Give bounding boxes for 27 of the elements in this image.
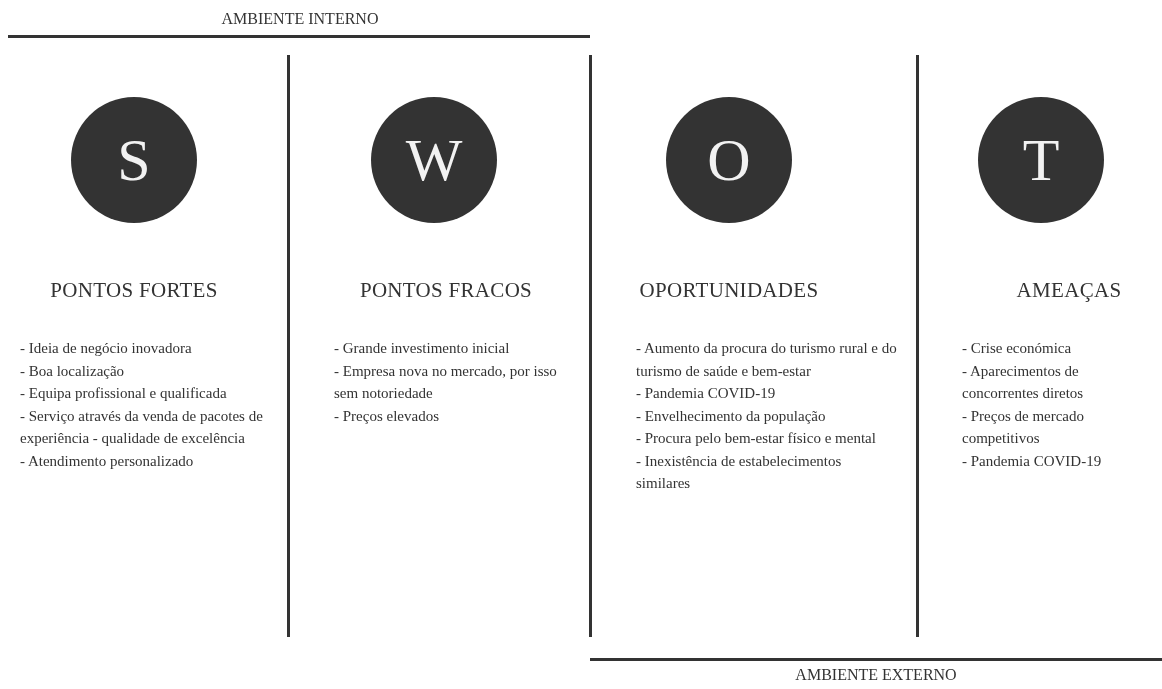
letter-circle: S	[71, 97, 197, 223]
list-item: - Pandemia COVID-19	[962, 451, 1103, 471]
list-item: - Serviço através da venda de pacotes de experiência - qualidade de excelência	[20, 406, 264, 448]
column-heading: OPORTUNIDADES	[639, 278, 819, 303]
column-heading: PONTOS FORTES	[50, 278, 218, 303]
list-item: - Preços de mercado competitivos	[962, 406, 1086, 448]
list-item: - Empresa nova no mercado, por isso sem notoriedade	[334, 361, 558, 403]
column-heading: PONTOS FRACOS	[359, 278, 533, 303]
list-item: - Pandemia COVID-19	[636, 384, 777, 403]
list-item: - Procura pelo bem-estar físico e mental	[636, 429, 877, 448]
list-item: - Grande investimento inicial	[334, 339, 511, 358]
letter-circle: T	[978, 97, 1104, 223]
list-item: - Boa localização	[20, 361, 126, 381]
list-item: - Equipa profissional e qualificada	[20, 384, 228, 403]
column-heading: AMEAÇAS	[1016, 278, 1122, 303]
list-item: - Preços elevados	[334, 406, 440, 426]
section-label: AMBIENTE EXTERNO	[795, 666, 957, 684]
list-item: - Crise económica	[962, 339, 1073, 358]
list-item: - Envelhecimento da população	[636, 406, 827, 426]
section-label: AMBIENTE INTERNO	[221, 10, 379, 28]
list-item: - Inexistência de estabelecimentos similares	[636, 451, 843, 493]
list-item: - Ideia de negócio inovadora	[20, 339, 193, 358]
letter-circle: O	[666, 97, 792, 223]
list-item: - Aparecimentos de concorrentes diretos	[962, 361, 1085, 403]
letter-circle: W	[371, 97, 497, 223]
list-item: - Atendimento personalizado	[20, 451, 195, 471]
list-item: - Aumento da procura do turismo rural e do turismo de saúde e bem-estar	[636, 339, 898, 381]
